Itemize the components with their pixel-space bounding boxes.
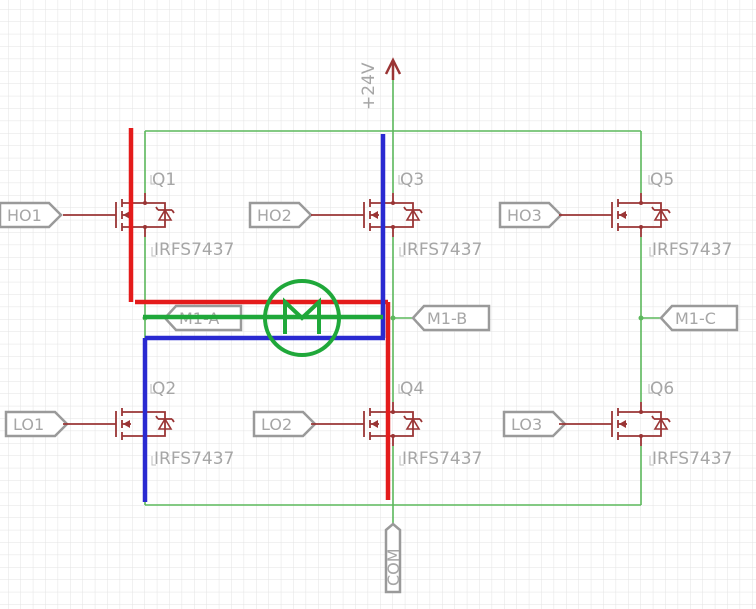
mosfet-ref-label: Q3 <box>400 170 424 190</box>
motor-m1[interactable] <box>263 279 341 357</box>
gate-port-lo1[interactable]: LO1 <box>4 410 69 438</box>
gate-port-label: HO3 <box>507 206 542 225</box>
gate-port-ho2[interactable]: HO2 <box>248 201 313 229</box>
motor-symbol-icon <box>283 297 321 334</box>
mosfet-part-label: IRFS7437 <box>154 240 234 260</box>
supply-label: +24V <box>359 62 379 110</box>
mosfet-part-label: IRFS7437 <box>652 240 732 260</box>
gate-port-ho1[interactable]: HO1 <box>0 201 63 229</box>
current-path-red <box>128 128 391 500</box>
output-port-m1-b[interactable]: M1-B <box>411 304 491 332</box>
mosfet-part-label: IRFS7437 <box>652 449 732 469</box>
gate-port-lo2[interactable]: LO2 <box>252 410 317 438</box>
mosfet-ref-label: Q4 <box>400 379 424 399</box>
mosfets: Q1IRFS7437Q3IRFS7437Q5IRFS7437Q2IRFS7437… <box>63 170 732 469</box>
output-port-label: M1-C <box>675 309 716 328</box>
gate-port-label: LO2 <box>261 415 292 434</box>
supply-arrow-icon[interactable] <box>384 57 402 80</box>
mosfet-part-label: IRFS7437 <box>402 240 482 260</box>
output-port-label: M1-B <box>427 309 467 328</box>
mosfet-part-label: IRFS7437 <box>402 449 482 469</box>
com-port[interactable]: COM <box>384 522 403 594</box>
mosfet-ref-label: Q6 <box>650 379 674 399</box>
gate-port-label: HO1 <box>7 206 42 225</box>
gate-port-label: LO3 <box>511 415 542 434</box>
gate-port-label: LO1 <box>13 415 44 434</box>
mosfet-ref-label: Q5 <box>650 170 674 190</box>
current-path-blue <box>142 134 386 502</box>
gate-port-ho3[interactable]: HO3 <box>498 201 563 229</box>
gate-port-label: HO2 <box>257 206 292 225</box>
output-port-m1-c[interactable]: M1-C <box>659 304 739 332</box>
gate-port-lo3[interactable]: LO3 <box>502 410 567 438</box>
mosfet-ref-label: Q2 <box>152 379 176 399</box>
com-port-label: COM <box>384 548 403 586</box>
mosfet-part-label: IRFS7437 <box>154 449 234 469</box>
mosfet-ref-label: Q1 <box>152 170 176 190</box>
net-wires <box>144 80 661 530</box>
